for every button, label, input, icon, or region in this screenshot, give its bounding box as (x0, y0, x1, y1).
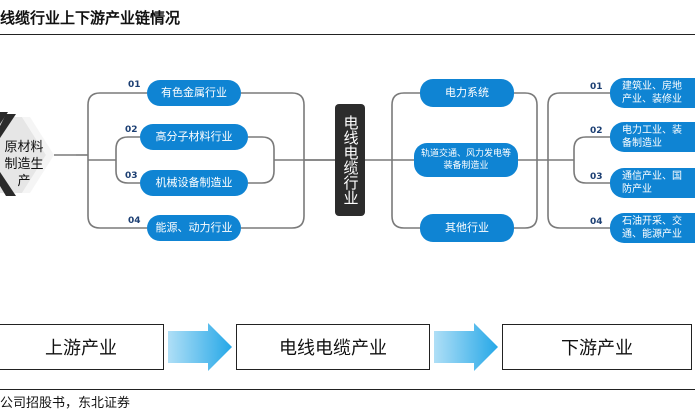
upstream-num-03: 03 (125, 171, 138, 181)
downstream-pill-telecom-defense: 通信产业、国防产业 (610, 168, 695, 198)
upstream-num-01: 01 (128, 80, 141, 90)
downstream-num-04: 04 (590, 217, 603, 227)
mid-pill-rail-wind: 轨道交通、风力发电等装备制造业 (414, 143, 518, 177)
downstream-num-02: 02 (590, 126, 603, 136)
figure-title: 线缆行业上下游产业链情况 (0, 9, 181, 27)
upstream-pill-machinery: 机械设备制造业 (140, 170, 248, 196)
downstream-pill-construction: 建筑业、房地产业、装修业 (610, 78, 695, 108)
stage-downstream: 下游产业 (502, 324, 692, 370)
upstream-pill-nonferrous: 有色金属行业 (147, 80, 241, 106)
flow-arrow-icon (168, 323, 498, 371)
stage-wire-cable: 电线电缆产业 (236, 324, 430, 370)
raw-material-chevron-icon (0, 112, 54, 196)
downstream-pill-petroleum: 石油开采、交通、能源产业 (610, 213, 695, 243)
mid-pill-other: 其他行业 (420, 214, 514, 242)
upstream-pill-polymer: 高分子材料行业 (140, 124, 248, 150)
downstream-pill-power-industry: 电力工业、装备制造业 (610, 122, 695, 152)
stage-upstream: 上游产业 (0, 324, 164, 370)
mid-pill-power-system: 电力系统 (420, 79, 514, 107)
upstream-num-02: 02 (125, 125, 138, 135)
raw-material-label: 原材料 制造生产 (4, 140, 44, 189)
upstream-num-04: 04 (128, 216, 141, 226)
downstream-num-03: 03 (590, 172, 603, 182)
center-wire-cable-industry: 电线电缆行业 (335, 104, 365, 216)
upstream-pill-energy: 能源、动力行业 (147, 215, 241, 241)
top-divider (0, 34, 695, 35)
source-note: 公司招股书，东北证券 (0, 396, 131, 411)
bottom-divider (0, 389, 695, 390)
downstream-num-01: 01 (590, 82, 603, 92)
